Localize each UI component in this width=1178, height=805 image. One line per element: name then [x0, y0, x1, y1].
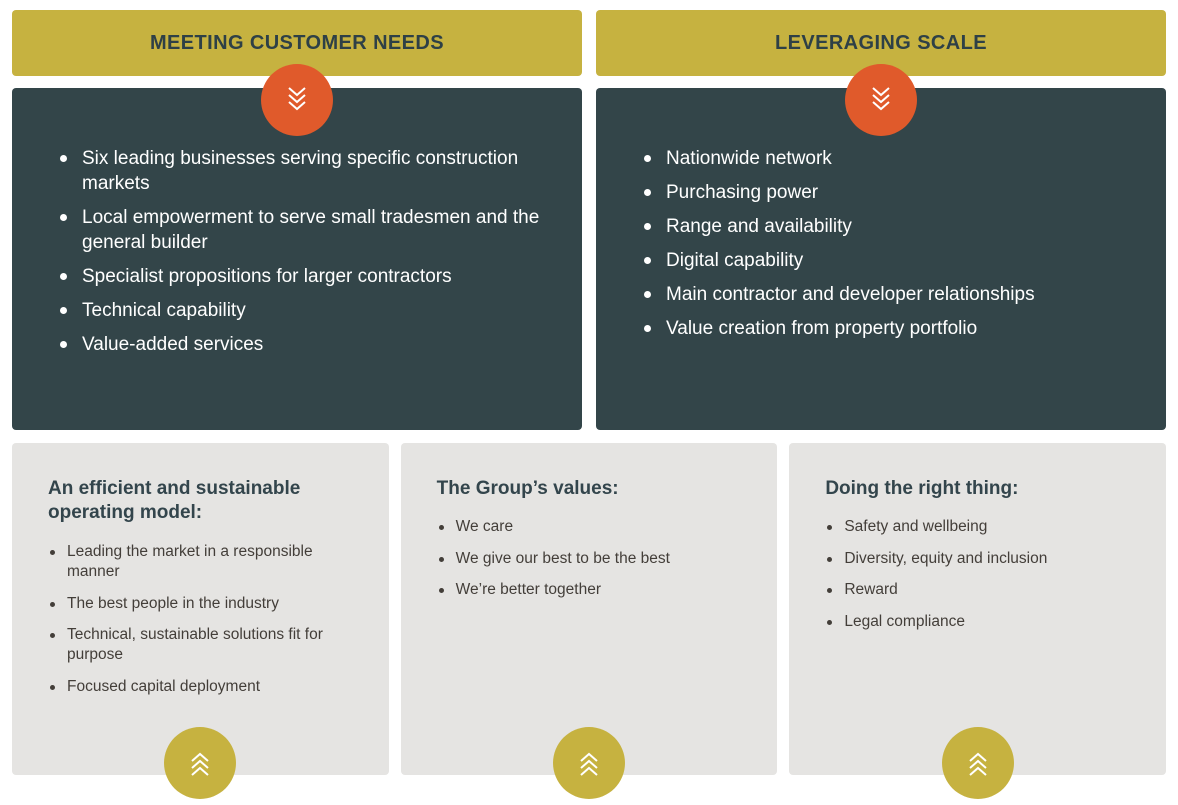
section-title: MEETING CUSTOMER NEEDS [149, 31, 444, 54]
bottom-sections: An efficient and sustainable operating m… [12, 443, 1166, 799]
list-item: Safety and wellbeing [825, 517, 1138, 537]
section-title: LEVERAGING SCALE [775, 31, 987, 54]
list-item: Range and availability [642, 214, 1132, 239]
list-item: We’re better together [437, 580, 750, 600]
list-item: Nationwide network [642, 146, 1132, 171]
chevrons-down-icon [261, 64, 333, 136]
panel-title: Doing the right thing: [825, 478, 1019, 499]
list-item: Technical capability [58, 298, 548, 323]
top-sections: MEETING CUSTOMER NEEDS Six leading busin… [12, 10, 1166, 430]
list-item: Technical, sustainable solutions fit for… [48, 625, 361, 666]
section-meeting-customer-needs: MEETING CUSTOMER NEEDS Six leading busin… [12, 10, 582, 430]
panel-group-values: The Group’s values: We care We give our … [400, 443, 778, 799]
list-item: Focused capital deployment [48, 677, 361, 697]
list-item: Diversity, equity and inclusion [825, 549, 1138, 569]
panel-doing-right-thing: Doing the right thing: Safety and wellbe… [789, 443, 1166, 799]
panel-title: The Group’s values: [436, 478, 619, 499]
list-item: Main contractor and developer relationsh… [642, 282, 1132, 307]
list-item: Leading the market in a responsible mann… [48, 542, 361, 583]
dark-panel: Nationwide network Purchasing power Rang… [596, 88, 1166, 430]
bullet-list: Six leading businesses serving specific … [58, 146, 548, 358]
list-item: Purchasing power [642, 180, 1132, 205]
panel-operating-model: An efficient and sustainable operating m… [12, 443, 389, 799]
list-item: We care [437, 517, 750, 537]
bullet-list: Safety and wellbeing Diversity, equity a… [825, 517, 1138, 632]
list-item: Reward [825, 580, 1138, 600]
chevrons-up-icon [552, 727, 625, 799]
panel-title: An efficient and sustainable operating m… [48, 478, 301, 524]
chevrons-up-icon [941, 727, 1014, 799]
list-item: We give our best to be the best [437, 549, 750, 569]
list-item: Local empowerment to serve small tradesm… [58, 205, 548, 255]
list-item: The best people in the industry [48, 594, 361, 614]
list-item: Specialist propositions for larger contr… [58, 264, 548, 289]
list-item: Value-added services [58, 332, 548, 357]
section-leveraging-scale: LEVERAGING SCALE Nationwide network Purc… [596, 10, 1166, 430]
chevrons-down-icon [845, 64, 917, 136]
list-item: Legal compliance [825, 612, 1138, 632]
list-item: Digital capability [642, 248, 1132, 273]
bullet-list: We care We give our best to be the best … [437, 517, 750, 600]
list-item: Value creation from property portfolio [642, 316, 1132, 341]
chevrons-up-icon [164, 727, 237, 799]
bullet-list: Nationwide network Purchasing power Rang… [642, 146, 1132, 341]
list-item: Six leading businesses serving specific … [58, 146, 548, 196]
dark-panel: Six leading businesses serving specific … [12, 88, 582, 430]
bullet-list: Leading the market in a responsible mann… [48, 542, 361, 698]
